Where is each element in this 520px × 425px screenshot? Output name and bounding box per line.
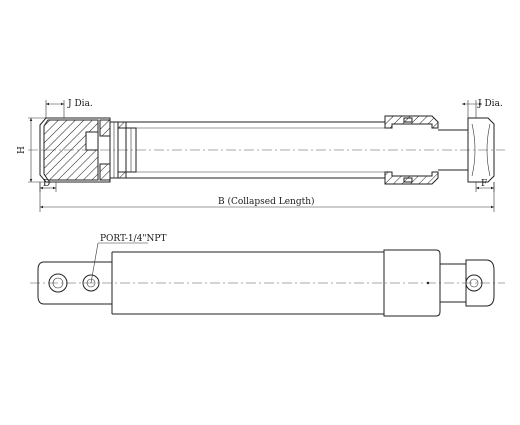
pin-hole-inner bbox=[52, 277, 64, 289]
rod-pin-hole bbox=[465, 274, 483, 292]
wall-hatch-2 bbox=[117, 171, 127, 179]
end-cap-hatch-lower bbox=[99, 163, 111, 181]
ext-head-gland bbox=[383, 249, 441, 317]
h-label: H bbox=[17, 146, 27, 154]
port-inner bbox=[86, 278, 96, 288]
ext-end-cap bbox=[37, 261, 113, 305]
b-label: B (Collapsed Length) bbox=[218, 196, 315, 207]
port-bore bbox=[85, 131, 99, 151]
gland-groove-2 bbox=[403, 177, 413, 183]
exterior-view: PORT-1/4"NPT bbox=[30, 234, 505, 317]
sectional-view: J Dia. J Dia. H D F B (Collapsed Length) bbox=[17, 99, 505, 212]
d-label: D bbox=[43, 179, 50, 189]
wall-hatch-1 bbox=[117, 121, 127, 129]
pin-hole bbox=[48, 273, 68, 293]
end-cap-hatch-upper bbox=[99, 119, 111, 137]
ext-rod-eye bbox=[465, 259, 495, 307]
rod-pin-hole-inner bbox=[469, 278, 479, 288]
port-outer bbox=[82, 274, 100, 292]
gland-mark bbox=[426, 281, 430, 285]
jdia-right-label: J Dia. bbox=[477, 99, 503, 109]
port-label: PORT-1/4"NPT bbox=[100, 234, 167, 244]
gland-groove-1 bbox=[403, 117, 413, 123]
rod-eye bbox=[467, 117, 495, 183]
jdia-left-label: J Dia. bbox=[67, 99, 93, 109]
rod-eye-curve-1 bbox=[471, 123, 476, 177]
f-label: F bbox=[481, 179, 487, 189]
rod-eye-curve-2 bbox=[486, 123, 491, 177]
port-leader bbox=[90, 242, 99, 284]
